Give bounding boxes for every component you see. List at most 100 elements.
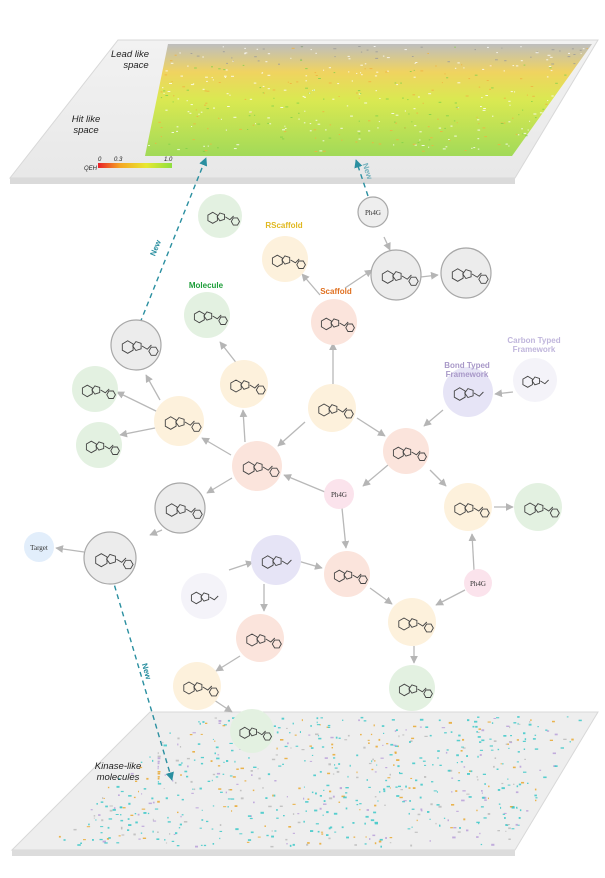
space-point [334, 767, 338, 769]
space-point [396, 759, 400, 761]
space-point [284, 757, 288, 760]
space-point [323, 803, 327, 805]
space-point [187, 111, 190, 113]
space-point [461, 746, 464, 748]
space-point [367, 739, 370, 741]
space-point [522, 740, 526, 742]
space-point [328, 797, 333, 800]
space-point [463, 766, 466, 768]
space-point [192, 788, 194, 790]
space-point [183, 821, 188, 823]
space-point [354, 844, 357, 846]
space-point [436, 804, 440, 806]
space-point [229, 742, 233, 744]
space-point [227, 106, 230, 107]
space-point [186, 89, 189, 91]
space-point [536, 51, 538, 53]
space-point [402, 734, 405, 736]
space-point [530, 719, 532, 721]
space-point [389, 754, 393, 756]
space-point [180, 774, 182, 776]
space-point [419, 726, 422, 728]
space-point [507, 778, 509, 780]
space-point [455, 790, 458, 792]
new-arrows [111, 157, 369, 781]
space-point [244, 53, 246, 55]
space-point [462, 738, 465, 741]
space-point [323, 98, 325, 100]
space-point [310, 49, 312, 51]
space-point [162, 741, 164, 744]
space-point [395, 122, 397, 124]
scaffold-type-label: Scaffold [320, 287, 352, 296]
space-point [441, 82, 443, 84]
space-point [305, 87, 308, 89]
space-point [424, 764, 427, 766]
molecule-structure-icon [398, 683, 433, 698]
lead-like-label-line2: space [123, 60, 148, 71]
space-point [394, 752, 397, 754]
space-point [320, 831, 324, 833]
space-point [399, 772, 401, 774]
space-point [476, 116, 478, 118]
space-point [90, 809, 93, 811]
molecule-structure-icon [454, 502, 490, 518]
space-point [356, 776, 359, 779]
space-point [476, 821, 480, 824]
space-point [315, 733, 319, 736]
space-point [196, 55, 200, 57]
space-point [332, 795, 335, 798]
space-point [477, 755, 479, 758]
space-point [266, 834, 269, 837]
space-point [474, 49, 476, 51]
molecule-structure-icon [318, 403, 354, 419]
space-point [358, 46, 361, 47]
space-point [389, 787, 391, 789]
space-point [488, 785, 490, 788]
space-point [532, 738, 536, 740]
space-point [383, 732, 385, 734]
molecule-structure-icon [398, 617, 434, 633]
space-point [93, 815, 96, 817]
space-point [436, 791, 438, 793]
space-point [356, 804, 359, 806]
node-circle [383, 428, 429, 474]
space-point [160, 97, 163, 99]
node-circle [184, 292, 230, 338]
space-point [353, 836, 356, 838]
space-point [402, 97, 404, 99]
space-point [319, 842, 322, 845]
edge [201, 437, 232, 456]
space-point [516, 806, 518, 808]
space-point [428, 114, 432, 115]
space-point [169, 83, 172, 84]
space-point [484, 783, 486, 785]
space-point [524, 738, 527, 741]
space-point [250, 770, 253, 772]
space-point [102, 797, 104, 799]
space-point [516, 739, 519, 741]
space-point [375, 115, 379, 117]
space-point [331, 743, 334, 746]
space-point [138, 838, 141, 840]
space-point [356, 92, 358, 94]
space-point [175, 832, 178, 835]
space-point [106, 838, 109, 840]
space-point [192, 732, 196, 734]
edge [213, 699, 233, 713]
space-point [396, 729, 398, 731]
space-point [204, 90, 207, 92]
space-point [218, 722, 221, 724]
space-point [389, 842, 392, 844]
space-point [220, 118, 222, 120]
space-point [206, 90, 210, 92]
space-point [419, 131, 422, 133]
space-point [478, 123, 480, 125]
space-point [231, 749, 234, 752]
space-point [415, 779, 418, 782]
space-point [77, 844, 81, 846]
rscaffold-node [154, 396, 204, 446]
space-point [425, 726, 429, 728]
space-point [248, 115, 251, 117]
space-point [303, 96, 306, 98]
